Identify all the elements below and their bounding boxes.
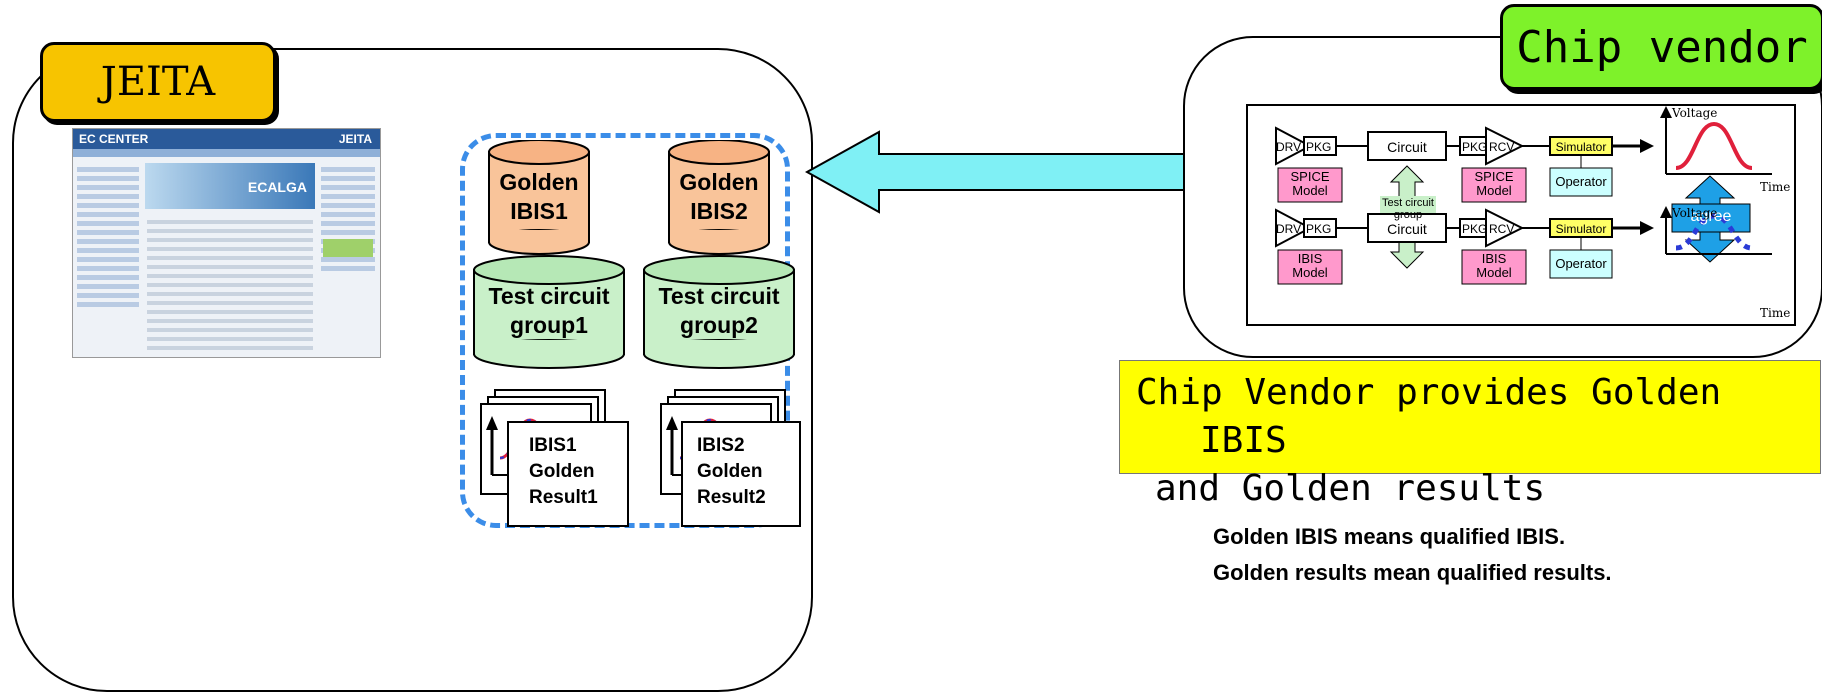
test-circuit-group1-database: [473, 255, 625, 369]
spice-model-label-1: SPICE Model: [1290, 169, 1330, 199]
note-golden-ibis: Golden IBIS means qualified IBIS.: [1213, 524, 1566, 549]
pkg-label-1: PKG: [1306, 140, 1332, 154]
operator-label-1: Operator: [1555, 174, 1607, 189]
website-brand: JEITA: [338, 132, 372, 146]
test-circuit-group1-label: Test circuit group1: [488, 283, 610, 338]
website-hero: ECALGA: [145, 163, 315, 209]
chip-vendor-title: Chip vendor: [1500, 4, 1822, 90]
circuit-label-1: Circuit: [1387, 139, 1427, 155]
jeita-title: JEITA: [40, 42, 276, 122]
drv-label-2: DRV: [1276, 222, 1302, 236]
voltage-label-2: Voltage: [1672, 206, 1718, 220]
ibis-model-label-2: IBIS Model: [1476, 251, 1512, 281]
website-right-column: [319, 163, 377, 353]
circuit-label-2: Circuit: [1387, 221, 1427, 237]
website-screenshot: EC CENTER JEITA ECALGA: [72, 128, 381, 358]
golden-result1-card: IBIS1 Golden Result1: [507, 421, 629, 527]
operator-label-2: Operator: [1555, 256, 1607, 271]
website-hero-text: ECALGA: [247, 179, 307, 195]
pkg-label-2: PKG: [1462, 140, 1488, 154]
note-golden-results: Golden results mean qualified results.: [1213, 560, 1612, 585]
time-label-2: Time: [1760, 306, 1791, 320]
pkg-label-3: PKG: [1306, 222, 1332, 236]
website-sidebar: [75, 163, 141, 353]
agree-label: agree: [1690, 208, 1732, 225]
test-circuit-group2-label: Test circuit group2: [658, 283, 780, 338]
simulation-flow-graphics: [1275, 106, 1772, 285]
caption-line3: and Golden results: [1155, 468, 1546, 509]
golden-ibis2-label: Golden IBIS2: [679, 169, 759, 224]
drv-label-1: DRV: [1276, 140, 1302, 154]
rcv-label-2: RCV: [1489, 222, 1515, 236]
voltage-label-1: Voltage: [1672, 106, 1718, 120]
website-news: [145, 215, 315, 353]
golden-ibis1-database: [488, 140, 590, 255]
test-circuit-group2-database: [643, 255, 795, 369]
website-banner: [323, 239, 373, 257]
website-header: EC CENTER JEITA: [73, 129, 380, 149]
golden-ibis2-database: [668, 140, 770, 255]
website-logo: EC CENTER: [79, 132, 149, 146]
provide-arrow: [805, 130, 1188, 214]
golden-ibis1-label: Golden IBIS1: [499, 169, 579, 224]
caption-box: [1119, 360, 1821, 474]
test-circuit-group-label: Test circuit group: [1382, 197, 1434, 222]
website-nav: [73, 149, 380, 157]
rcv-label-1: RCV: [1489, 140, 1515, 154]
caption-line2: IBIS: [1200, 420, 1287, 461]
golden-result2-card: IBIS2 Golden Result2: [681, 421, 801, 527]
time-label-1: Time: [1760, 180, 1791, 194]
caption-line1: Chip Vendor provides Golden: [1136, 372, 1722, 413]
simulator-label-2: Simulator: [1555, 222, 1607, 236]
spice-model-label-2: SPICE Model: [1474, 169, 1514, 199]
simulator-label-1: Simulator: [1555, 140, 1607, 154]
ibis-model-label-1: IBIS Model: [1292, 251, 1328, 281]
pkg-label-4: PKG: [1462, 222, 1488, 236]
